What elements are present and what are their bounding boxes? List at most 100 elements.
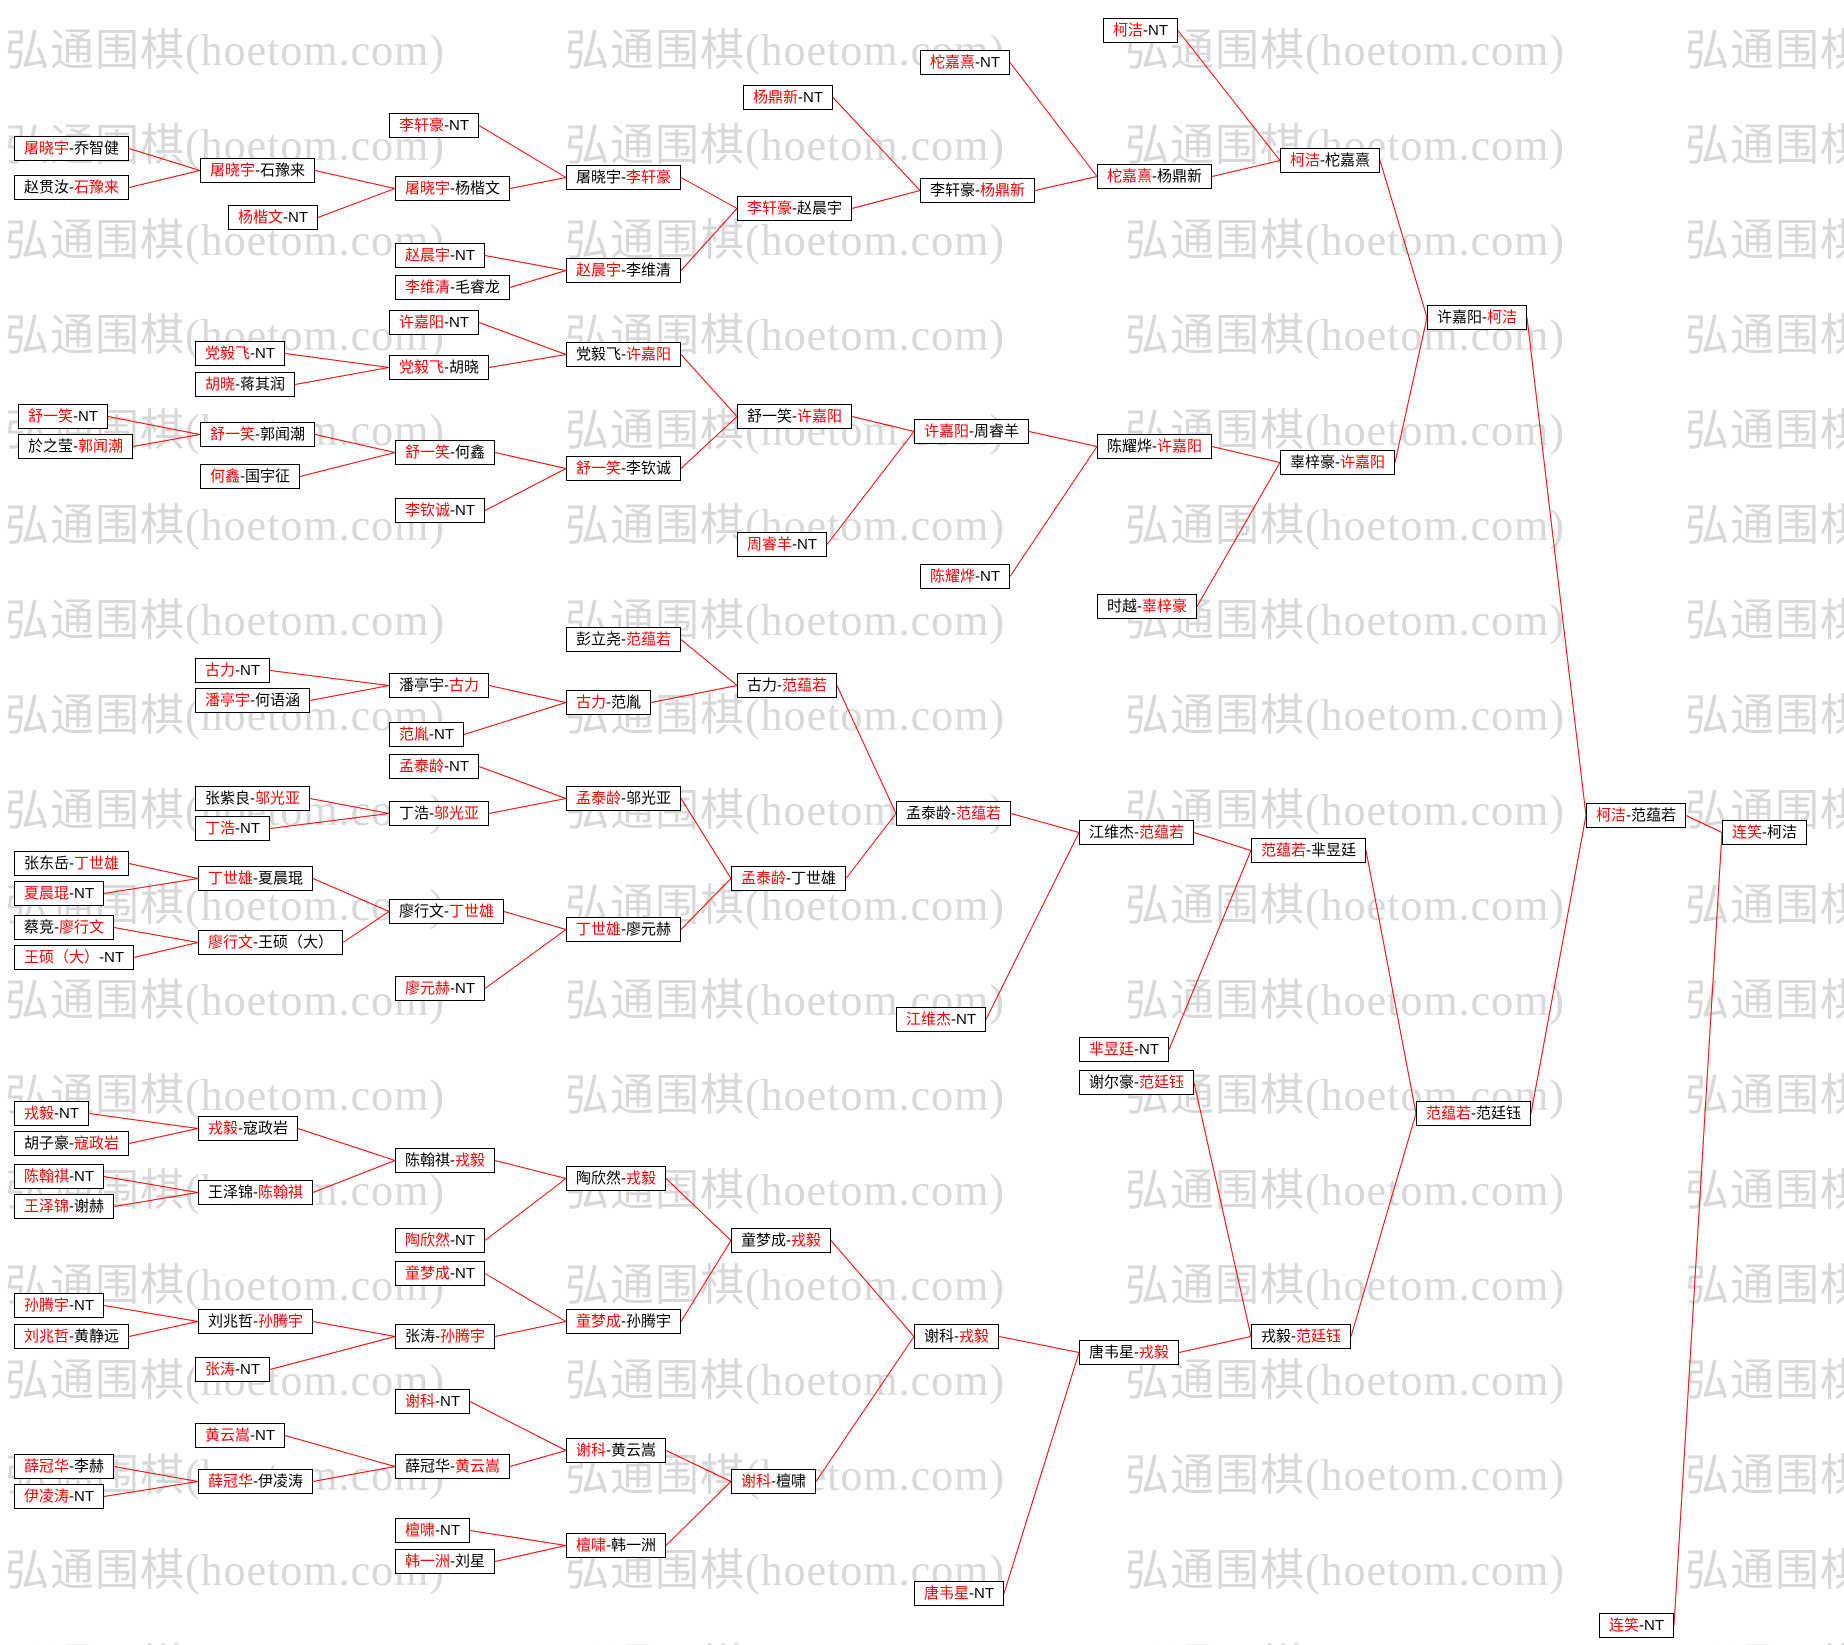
player-name-right: 辜梓豪: [1142, 598, 1188, 615]
match-box: 薛冠华-伊凌涛: [198, 1469, 314, 1494]
player-name-right: 许嘉阳: [626, 346, 672, 363]
player-name-left: 赵晨宇: [405, 247, 451, 264]
separator: -: [235, 820, 241, 837]
connector-line: [1177, 30, 1281, 161]
connector-line: [1010, 813, 1080, 833]
match-box: 丁世雄-夏晨琨: [198, 866, 314, 891]
separator: -: [621, 631, 627, 648]
connector-line: [463, 702, 567, 735]
connector-line: [1685, 815, 1723, 833]
match-box: 李轩豪-NT: [389, 113, 480, 138]
match-box: 谢尔豪-范廷钰: [1079, 1070, 1195, 1095]
watermark-text: 弘通围棋(hoetom.com): [5, 1629, 445, 1645]
connector-line: [312, 878, 390, 912]
player-name-left: 胡子豪: [24, 1135, 70, 1152]
separator: -: [1762, 824, 1768, 841]
separator: -: [69, 1135, 75, 1152]
separator: -: [444, 359, 450, 376]
watermark-text: 弘通围棋(hoetom.com): [565, 1261, 1006, 1310]
player-name-left: 於之莹: [28, 438, 74, 455]
connector-line: [1365, 850, 1417, 1114]
player-name-right: 柯洁: [1767, 824, 1798, 841]
match-box: 范蕴若-范廷钰: [1416, 1101, 1532, 1126]
separator: -: [444, 117, 450, 134]
player-name-left: 薛冠华: [405, 1458, 451, 1475]
connector-line: [494, 1545, 567, 1562]
match-box: 屠晓宇-杨楷文: [395, 176, 511, 201]
match-box: 范蕴若-芈昱廷: [1251, 838, 1367, 863]
connector-line: [815, 1336, 915, 1482]
connector-line: [469, 1530, 567, 1546]
separator: -: [1143, 22, 1149, 39]
match-box: 孙腾宇-NT: [14, 1293, 105, 1318]
player-name-right: NT: [803, 89, 824, 106]
player-name-left: 周睿羊: [747, 536, 793, 553]
player-name-left: 孟泰龄: [576, 790, 622, 807]
player-name-right: 伊凌涛: [258, 1473, 304, 1490]
separator: -: [283, 209, 289, 226]
match-box: 舒一笑-许嘉阳: [737, 404, 853, 429]
match-box: 伊凌涛-NT: [14, 1484, 105, 1509]
separator: -: [786, 870, 792, 887]
player-name-left: 江维杰: [906, 1011, 952, 1028]
player-name-right: 孙腾宇: [258, 1313, 304, 1330]
player-name-right: 丁世雄: [74, 855, 120, 872]
match-box: 李轩豪-杨鼎新: [920, 178, 1036, 203]
separator: -: [69, 1198, 75, 1215]
player-name-right: NT: [74, 1168, 95, 1185]
match-box: 许嘉阳-柯洁: [1427, 305, 1528, 330]
player-name-left: 柯洁: [1596, 807, 1627, 824]
watermark-text: 弘通围棋(hoetom.com): [1685, 216, 1844, 265]
match-box: 柁嘉熹-NT: [920, 50, 1011, 75]
separator: -: [450, 444, 456, 461]
watermark-text: 弘通围棋(hoetom.com): [565, 1629, 1005, 1645]
player-name-right: NT: [980, 54, 1001, 71]
separator: -: [951, 1011, 957, 1028]
player-name-right: NT: [449, 758, 470, 775]
connector-line: [1034, 176, 1098, 191]
connector-line: [1193, 1082, 1252, 1337]
connector-line: [680, 354, 738, 417]
separator: -: [54, 1105, 60, 1122]
separator: -: [450, 1152, 456, 1169]
player-name-right: 石豫来: [260, 162, 306, 179]
match-box: 屠晓宇-石豫来: [200, 158, 316, 183]
player-name-left: 刘兆哲: [208, 1313, 254, 1330]
player-name-left: 李维清: [405, 279, 451, 296]
connector-line: [1193, 832, 1252, 851]
player-name-right: 刘星: [455, 1553, 486, 1570]
player-name-right: 范蕴若: [782, 677, 828, 694]
separator: -: [69, 1168, 75, 1185]
match-box: 芈昱廷-NT: [1079, 1037, 1170, 1062]
player-name-right: 许嘉阳: [797, 408, 843, 425]
separator: -: [253, 1473, 259, 1490]
connector-line: [132, 434, 201, 447]
separator: -: [1335, 454, 1341, 471]
player-name-left: 许嘉阳: [399, 314, 445, 331]
separator: -: [792, 200, 798, 217]
player-name-right: NT: [956, 1011, 977, 1028]
match-box: 赵贯汝-石豫来: [14, 175, 130, 200]
connector-line: [107, 416, 201, 435]
player-name-left: 辜梓豪: [1290, 454, 1336, 471]
connector-line: [1003, 1352, 1080, 1594]
connector-line: [680, 639, 738, 686]
match-box: 刘兆哲-孙腾宇: [198, 1309, 314, 1334]
match-box: 舒一笑-何鑫: [395, 440, 496, 465]
match-box: 王硕（大）-NT: [14, 945, 135, 970]
separator: -: [450, 980, 456, 997]
match-box: 戎毅-NT: [14, 1101, 90, 1126]
match-box: 古力-范胤: [566, 690, 652, 715]
watermark-text: 弘通围棋(hoetom.com): [1125, 1261, 1566, 1310]
watermark-text: 弘通围棋(hoetom.com): [5, 976, 446, 1025]
match-box: 杨楷文-NT: [228, 205, 319, 230]
connector-line: [1673, 832, 1723, 1626]
match-box: 连笑-柯洁: [1722, 820, 1808, 845]
separator: -: [1482, 309, 1488, 326]
player-name-left: 屠晓宇: [24, 140, 70, 157]
match-box: 党毅飞-胡晓: [389, 355, 490, 380]
watermark-text: 弘通围棋(hoetom.com): [1685, 26, 1844, 75]
player-name-left: 陈耀烨: [1107, 438, 1153, 455]
player-name-right: NT: [240, 662, 261, 679]
player-name-left: 张紫良: [205, 790, 251, 807]
